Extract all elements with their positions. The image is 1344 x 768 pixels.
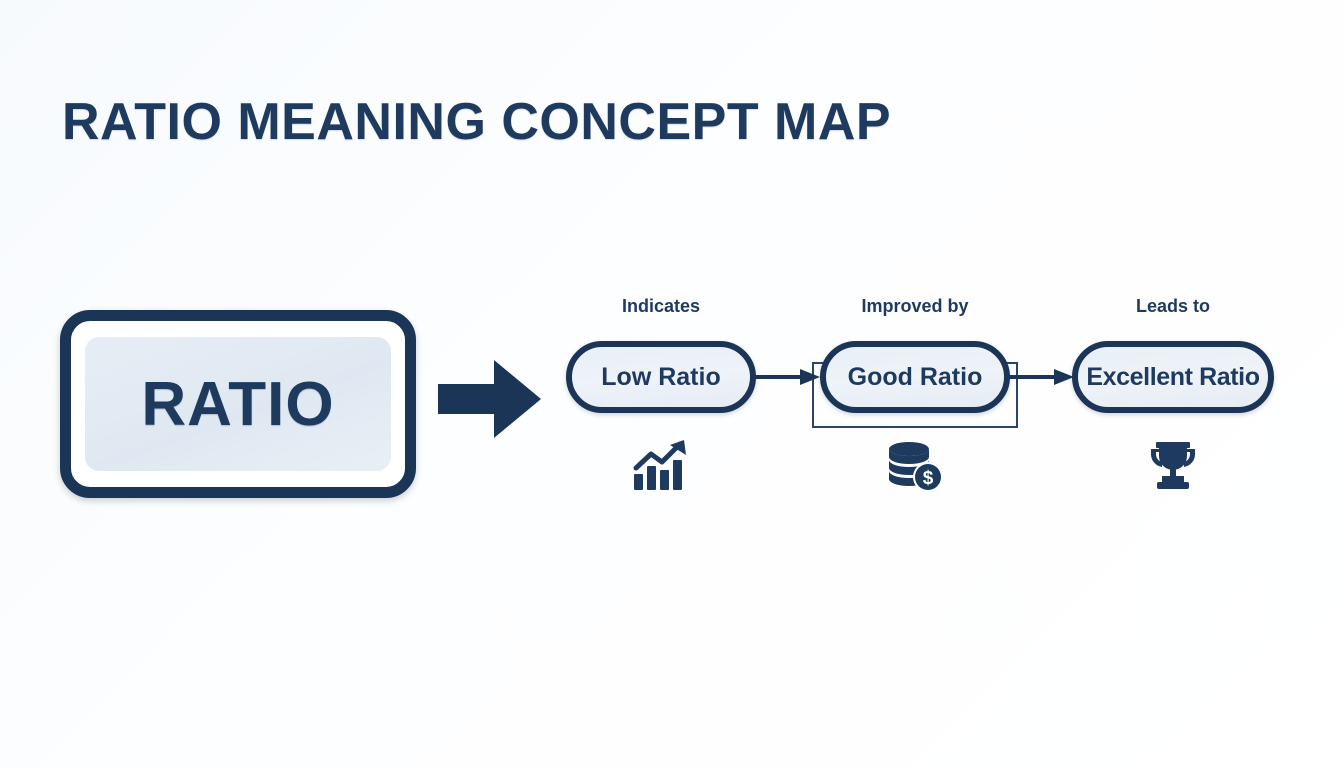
- node-excellent-ratio-label: Excellent Ratio: [1086, 362, 1260, 391]
- node-low-ratio-label: Low Ratio: [601, 362, 721, 391]
- edge-label-leads-to: Leads to: [1135, 296, 1210, 316]
- root-node-ratio[interactable]: RATIO: [60, 310, 416, 498]
- connector-arrow-good-to-excellent: [1006, 363, 1076, 391]
- edge-label-improved-by: Improved by: [861, 296, 969, 316]
- edge-label-indicates: Indicates: [621, 296, 701, 316]
- node-low-ratio[interactable]: Low Ratio: [566, 341, 756, 413]
- connector-arrow-low-to-good: [752, 363, 822, 391]
- root-node-label: RATIO: [141, 369, 335, 439]
- bar-chart-growth-icon: [629, 437, 693, 495]
- trophy-icon: [1141, 437, 1205, 495]
- node-good-ratio[interactable]: Good Ratio: [820, 341, 1010, 413]
- root-node-inner-panel: RATIO: [85, 337, 391, 471]
- svg-text:$: $: [923, 468, 934, 489]
- coins-dollar-icon: $: [883, 437, 947, 495]
- block-arrow-right-icon: [438, 358, 542, 440]
- page-title: RATIO MEANING CONCEPT MAP: [62, 93, 892, 151]
- node-good-ratio-label: Good Ratio: [847, 362, 983, 391]
- node-excellent-ratio[interactable]: Excellent Ratio: [1072, 341, 1274, 413]
